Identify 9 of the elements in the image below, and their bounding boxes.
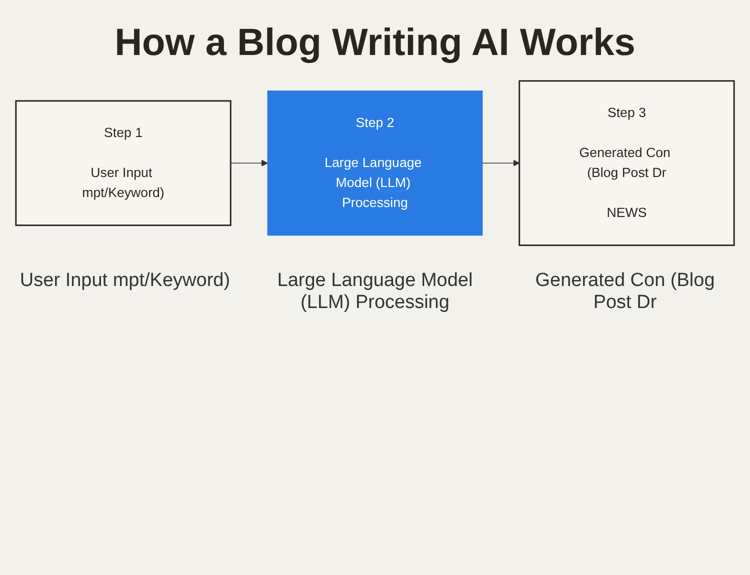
node-box: Step 3 Generated Con (Blog Post Dr NEWS	[518, 80, 735, 246]
node-box: Step 2 Large Language Model (LLM) Processing	[267, 90, 483, 236]
step-caption: Large Language Model (LLM) Processing	[276, 270, 474, 314]
arrow	[230, 160, 268, 166]
step-caption: User Input mpt/Keyword)	[18, 270, 232, 294]
title: How a Blog Writing AI Works	[114, 22, 636, 65]
node-box: Step 1 User Input mpt/Keyword)	[15, 100, 232, 226]
step-caption: Generated Con (Blog Post Dr	[534, 270, 716, 314]
arrow	[482, 160, 520, 166]
